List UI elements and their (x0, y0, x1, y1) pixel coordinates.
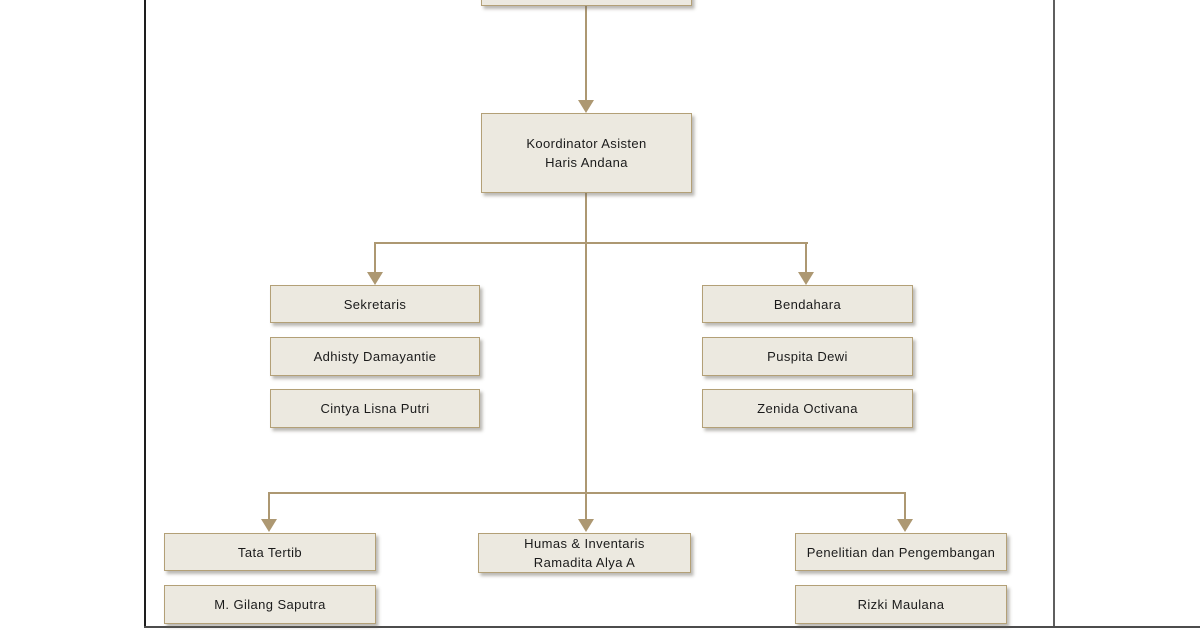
humas-title: Humas & Inventaris (524, 536, 645, 551)
org-box-sekretaris: Sekretaris (270, 285, 480, 323)
arrow-down-icon (578, 519, 594, 532)
org-box-root-cutoff (481, 0, 692, 6)
page-border-right (1053, 0, 1055, 626)
member-name: Rizki Maulana (857, 597, 945, 612)
member-name: M. Gilang Saputra (214, 597, 326, 612)
connector-center-vertical (585, 193, 588, 519)
org-box-bendahara-member-1: Puspita Dewi (702, 337, 913, 376)
tata-tertib-title: Tata Tertib (237, 544, 303, 560)
org-box-penelitian: Penelitian dan Pengembangan (795, 533, 1007, 571)
sekretaris-title: Sekretaris (343, 296, 407, 312)
connector-branch1-horizontal (374, 242, 808, 245)
org-box-humas-inventaris: Humas & Inventaris Ramadita Alya A (478, 533, 691, 573)
org-box-penelitian-member-1: Rizki Maulana (795, 585, 1007, 624)
connector-branch2-right (904, 492, 907, 519)
org-box-koordinator: Koordinator Asisten Haris Andana (481, 113, 692, 193)
org-box-sekretaris-member-2: Cintya Lisna Putri (270, 389, 480, 428)
humas-name: Ramadita Alya A (533, 555, 636, 570)
connector-root-to-koordinator (585, 6, 588, 100)
bendahara-title: Bendahara (773, 296, 842, 312)
connector-branch2-horizontal (268, 492, 906, 495)
connector-branch1-left (374, 242, 377, 272)
connector-branch2-left (268, 492, 271, 519)
page-border-bottom (144, 626, 1200, 628)
arrow-down-icon (578, 100, 594, 113)
connector-branch1-right (805, 242, 808, 272)
member-name: Cintya Lisna Putri (320, 401, 430, 416)
member-name: Adhisty Damayantie (313, 349, 437, 364)
arrow-down-icon (897, 519, 913, 532)
arrow-down-icon (798, 272, 814, 285)
koordinator-title: Koordinator Asisten (526, 136, 647, 151)
member-name: Puspita Dewi (767, 349, 848, 364)
org-box-bendahara-member-2: Zenida Octivana (702, 389, 913, 428)
org-box-bendahara: Bendahara (702, 285, 913, 323)
org-box-sekretaris-member-1: Adhisty Damayantie (270, 337, 480, 376)
penelitian-title: Penelitian dan Pengembangan (806, 544, 996, 560)
arrow-down-icon (367, 272, 383, 285)
member-name: Zenida Octivana (757, 401, 858, 416)
koordinator-name: Haris Andana (545, 155, 628, 170)
org-box-tata-tertib-member-1: M. Gilang Saputra (164, 585, 376, 624)
arrow-down-icon (261, 519, 277, 532)
page-border-left (144, 0, 146, 627)
org-box-tata-tertib: Tata Tertib (164, 533, 376, 571)
